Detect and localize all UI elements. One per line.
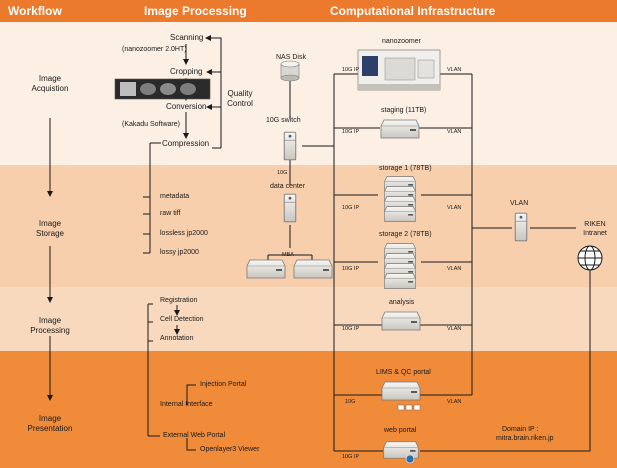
server-icon	[380, 119, 420, 139]
output-lossless: lossless jp2000	[160, 230, 208, 237]
step-annotation: Annotation	[160, 335, 194, 342]
domain-ip-label: Domain IP :	[502, 426, 539, 433]
server-icon	[383, 441, 419, 459]
band-acquisition	[0, 22, 617, 165]
storage2-label: storage 2 (78TB)	[379, 231, 432, 238]
web-portal-label: web portal	[384, 427, 417, 434]
tower-server-icon	[514, 212, 528, 242]
external-web-portal: External Web Portal	[163, 432, 226, 439]
link-label-vlan: VLAN	[447, 67, 462, 73]
output-lossy: lossy jp2000	[160, 249, 199, 256]
staging-label: staging (11TB)	[381, 107, 427, 114]
link-label-10g-ip: 10G IP	[342, 129, 360, 135]
server-icon	[246, 259, 286, 279]
step-registration: Registration	[160, 297, 198, 304]
link-label-vlan: VLAN	[447, 399, 462, 405]
nanozoomer-scanner-icon	[357, 49, 441, 91]
tower-server-icon	[283, 131, 297, 161]
globe-icon	[577, 245, 603, 271]
lims-label: LIMS & QC portal	[376, 369, 431, 376]
data-center-label: data center	[270, 183, 306, 190]
header-bar	[0, 0, 617, 22]
link-label-10g-ip: 10G IP	[342, 326, 360, 332]
injection-portal: Injection Portal	[200, 381, 247, 388]
kakadu-software: (Kakadu Software)	[122, 121, 180, 128]
internal-interface: Internal Interface	[160, 401, 213, 408]
mba-label: MBA	[282, 252, 294, 258]
domain-name: mitra.brain.riken.jp	[496, 435, 554, 442]
server-icon	[383, 243, 417, 289]
header-image-processing: Image Processing	[144, 4, 247, 18]
step-scanning: Scanning	[170, 33, 204, 42]
link-label-10g-ip: 10G IP	[342, 67, 360, 73]
openlayer-viewer: Openlayer3 Viewer	[200, 446, 260, 453]
step-compression: Compression	[162, 139, 210, 148]
server-icon	[383, 176, 417, 222]
storage1-label: storage 1 (78TB)	[379, 165, 432, 172]
link-label-10g-ip: 10G IP	[342, 205, 360, 211]
link-label-vlan: VLAN	[447, 326, 462, 332]
step-cell-detection: Cell Detection	[160, 316, 204, 323]
link-label-10g-ip: 10G IP	[342, 454, 360, 460]
header-infrastructure: Computational Infrastructure	[330, 4, 496, 18]
link-label-10g-ip: 10G IP	[342, 266, 360, 272]
band-presentation	[0, 351, 617, 468]
link-label-vlan: VLAN	[447, 205, 462, 211]
analysis-label: analysis	[389, 299, 415, 306]
server-icon	[381, 381, 421, 401]
step-cropping: Cropping	[170, 67, 203, 76]
header-workflow: Workflow	[8, 4, 62, 18]
vlan-label: VLAN	[510, 200, 529, 207]
server-icon	[293, 259, 333, 279]
link-label-10g: 10G	[345, 399, 356, 405]
link-label-vlan: VLAN	[447, 266, 462, 272]
tower-server-icon	[283, 193, 297, 223]
link-10g-label: 10G	[277, 170, 288, 176]
nas-disk-label: NAS Disk	[276, 54, 306, 61]
output-raw-tiff: raw tiff	[160, 210, 181, 217]
switch-label: 10G switch	[266, 117, 301, 124]
output-metadata: metadata	[160, 193, 190, 200]
nanozoomer-label: nanozoomer	[382, 38, 421, 45]
scanner-model: (nanozoomer 2.0HT)	[122, 46, 187, 53]
band-processing	[0, 287, 617, 351]
step-conversion: Conversion	[166, 102, 207, 111]
server-icon	[381, 311, 421, 331]
link-label-vlan: VLAN	[447, 129, 462, 135]
disk-icon	[280, 60, 300, 82]
